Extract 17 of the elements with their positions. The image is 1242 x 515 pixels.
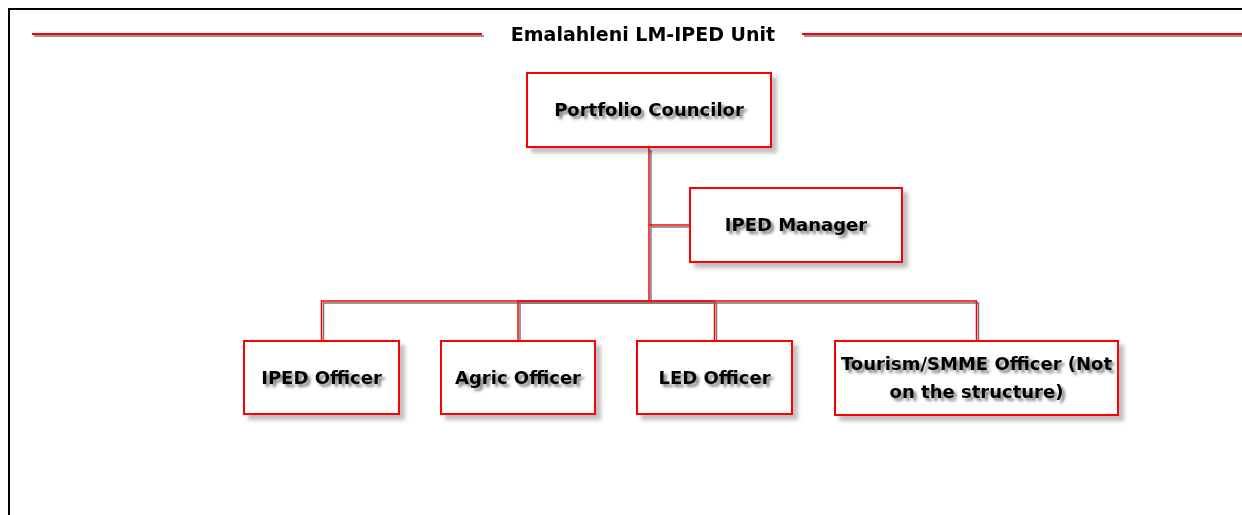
connector-line	[517, 300, 650, 341]
role-title: Tourism/SMME Officer (Not on the structure)	[839, 352, 1114, 404]
org-box	[834, 340, 1119, 416]
connector-trunk	[648, 224, 650, 302]
org-box	[526, 72, 772, 148]
role-title: IPED Manager	[723, 213, 869, 237]
role-title: Agric Officer	[454, 365, 582, 390]
role-title: IPED Officer	[260, 365, 383, 390]
connector-trunk	[648, 147, 650, 226]
org-box	[689, 187, 903, 263]
role-title: Portfolio Councilor	[553, 98, 745, 122]
org-box	[440, 340, 596, 415]
connector-line	[648, 224, 690, 226]
role-title: LED Officer	[657, 365, 772, 390]
org-box	[636, 340, 793, 415]
connector-line	[648, 300, 978, 341]
org-box	[243, 340, 400, 415]
